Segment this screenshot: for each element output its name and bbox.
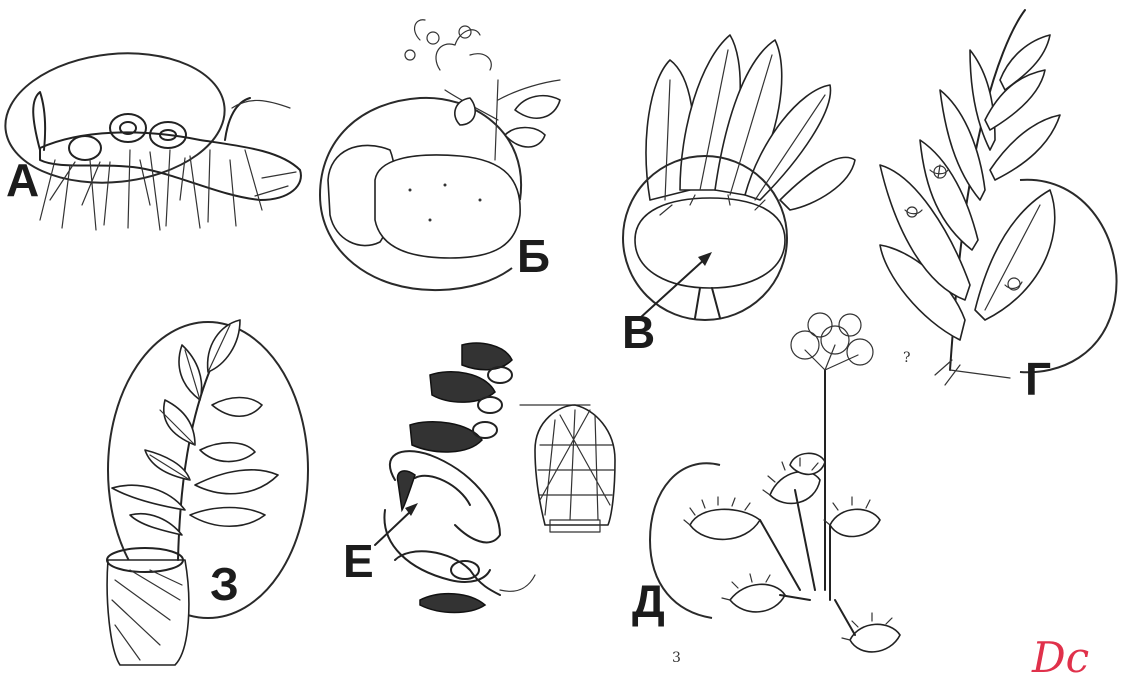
question-mark: ? (903, 350, 911, 366)
label-d: Д (632, 575, 665, 627)
label-v: В (622, 306, 655, 358)
compound-leaf-drawing (107, 320, 308, 665)
label-g: Г (1025, 353, 1051, 405)
label-z: З (210, 558, 239, 610)
page-mark: 3 (672, 650, 681, 666)
flowering-shoot-drawing (880, 10, 1117, 385)
rhizome-drawing (0, 43, 301, 230)
handwritten-note: Dc (1031, 633, 1089, 673)
label-e: Е (343, 535, 374, 587)
label-b: Б (517, 230, 550, 282)
label-a: А (6, 154, 39, 206)
kohlrabi-drawing (623, 35, 855, 320)
cone-drawing (375, 343, 615, 612)
flytrap-drawing: ? (650, 313, 911, 652)
